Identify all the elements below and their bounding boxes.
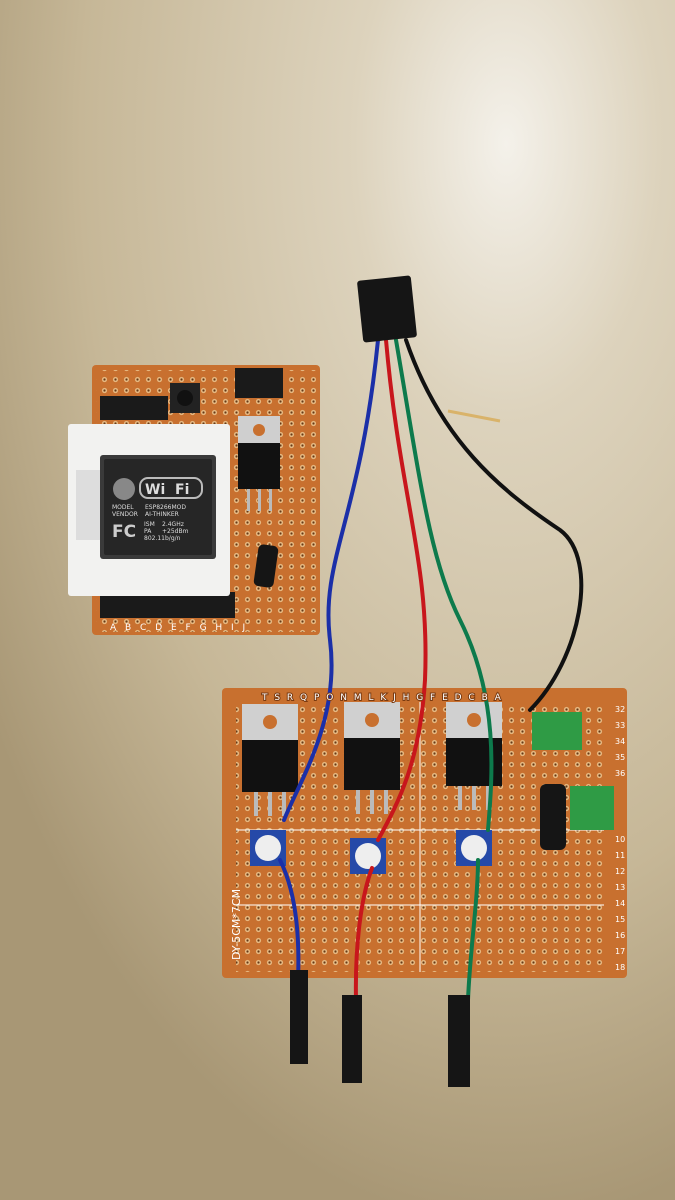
- row-number: 13: [615, 883, 625, 892]
- red-wire: [376, 338, 428, 842]
- jumper-plug: [448, 995, 470, 1087]
- wifi-label: Wi: [145, 482, 165, 498]
- vendor-label: VENDOR: [112, 511, 138, 518]
- esp8266-module: Wi Fi MODEL VENDOR ESP8266MOD AI-THINKER…: [68, 424, 230, 596]
- capacitor: [253, 544, 279, 588]
- row-number: 36: [615, 769, 625, 778]
- blue-wire: [278, 858, 301, 982]
- voltage-regulator: [344, 702, 400, 814]
- model-value: ESP8266MOD: [145, 504, 186, 511]
- fcc-logo: FC: [112, 522, 136, 542]
- green-wire: [394, 338, 494, 832]
- row-number: 17: [615, 947, 625, 956]
- jumper-plug: [290, 970, 308, 1064]
- row-number: 33: [615, 721, 625, 730]
- row-number: 11: [615, 851, 625, 860]
- row-number: 32: [615, 705, 625, 714]
- screw-terminal: [532, 712, 582, 750]
- row-number: 14: [615, 899, 625, 908]
- connector-housing: [357, 275, 417, 343]
- pin-header: [235, 368, 283, 398]
- ism-value: 2.4GHz: [162, 521, 184, 528]
- row-number: 10: [615, 835, 625, 844]
- small-board-letters: A B C D E F G H I J: [110, 623, 248, 633]
- row-number: 12: [615, 867, 625, 876]
- jumper-plug: [342, 995, 362, 1083]
- row-number: 34: [615, 737, 625, 746]
- wires: [278, 338, 584, 1002]
- pa-label: PA: [144, 528, 152, 535]
- green-wire: [466, 858, 480, 1002]
- capacitor: [540, 784, 566, 850]
- wifi-label-2: Fi: [175, 482, 189, 498]
- board-size-label: DY-5CM*7CM: [230, 889, 243, 960]
- trimmer-potentiometer: [350, 838, 386, 874]
- wifi-standard: 802.11b/g/n: [144, 535, 181, 542]
- large-board-letters: T S R Q P O N M L K J H G F E D C B A: [261, 693, 503, 703]
- pa-value: +25dBm: [162, 528, 189, 535]
- row-number: 16: [615, 931, 625, 940]
- voltage-regulator: [242, 704, 298, 816]
- wifi-logo-icon: [113, 478, 135, 500]
- screw-terminal: [570, 786, 614, 830]
- row-numbers: 32 33 34 35 36 10 11 12 13 14 15 16 17 18: [615, 705, 625, 972]
- vendor-value: AI-THINKER: [145, 511, 179, 518]
- red-wire: [353, 866, 374, 1002]
- trimmer-potentiometer: [456, 830, 492, 866]
- blue-wire: [282, 338, 380, 822]
- loose-pin: [447, 409, 501, 423]
- voltage-regulator: [238, 416, 280, 511]
- black-wire: [404, 338, 584, 712]
- ism-label: ISM: [144, 521, 155, 528]
- row-number: 18: [615, 963, 625, 972]
- pin-header: [100, 592, 235, 618]
- row-number: 15: [615, 915, 625, 924]
- row-number: 35: [615, 753, 625, 762]
- model-label: MODEL: [112, 504, 134, 511]
- pin-header: [100, 396, 168, 420]
